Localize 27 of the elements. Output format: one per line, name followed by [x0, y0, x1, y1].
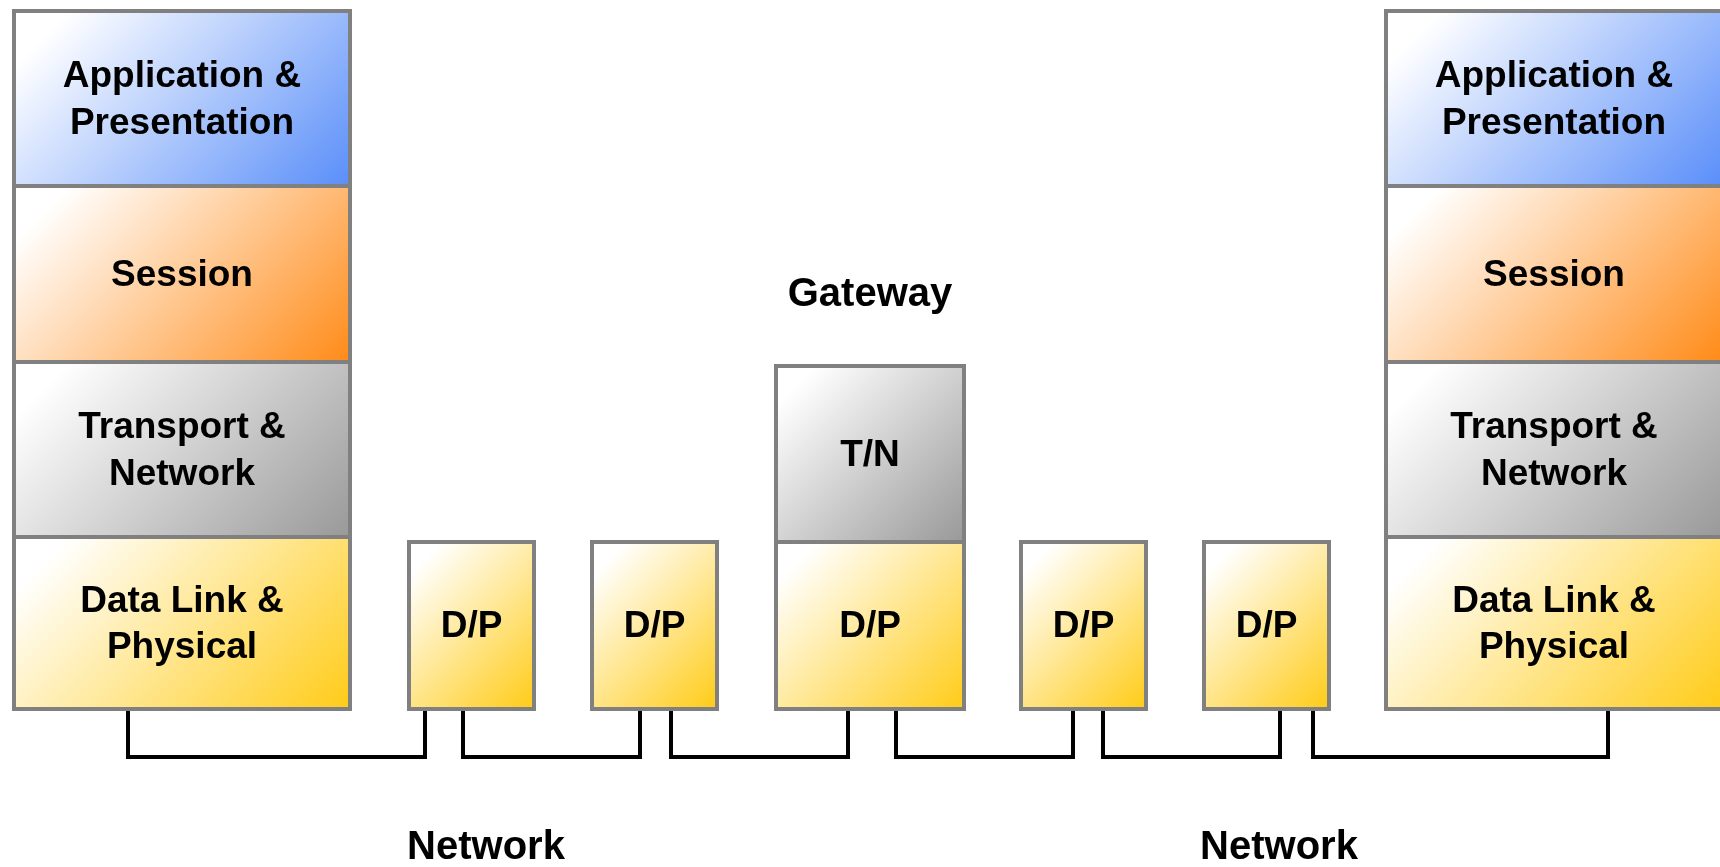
- gateway-heading: Gateway: [787, 269, 953, 315]
- layer-label: Transport & Network: [1449, 404, 1659, 495]
- layer-label: T/N: [840, 431, 900, 476]
- layer-label: Data Link & Physical: [1451, 577, 1657, 668]
- network-label: Network: [1200, 822, 1358, 867]
- layer-label: D/P: [1052, 603, 1115, 648]
- layer-box: [590, 540, 719, 711]
- layer-label: D/P: [440, 603, 503, 648]
- connector-line: [461, 711, 642, 759]
- network-label: Network: [407, 822, 565, 867]
- connector-line: [669, 711, 850, 759]
- layer-label: D/P: [839, 603, 901, 648]
- connector-line: [1311, 711, 1610, 759]
- layer-label: D/P: [1235, 603, 1298, 648]
- connector-line: [126, 711, 427, 759]
- layer-label: Application & Presentation: [61, 53, 303, 144]
- layer-box: [1019, 540, 1148, 711]
- layer-label: Application & Presentation: [1433, 53, 1675, 144]
- layer-box: [407, 540, 536, 711]
- layer-label: Transport & Network: [77, 404, 287, 495]
- layer-box: [1202, 540, 1331, 711]
- layer-label: Session: [111, 251, 253, 296]
- layer-label: Session: [1483, 251, 1625, 296]
- connector-line: [1101, 711, 1282, 759]
- layer-label: Data Link & Physical: [79, 577, 285, 668]
- connector-line: [894, 711, 1075, 759]
- layer-label: D/P: [623, 603, 686, 648]
